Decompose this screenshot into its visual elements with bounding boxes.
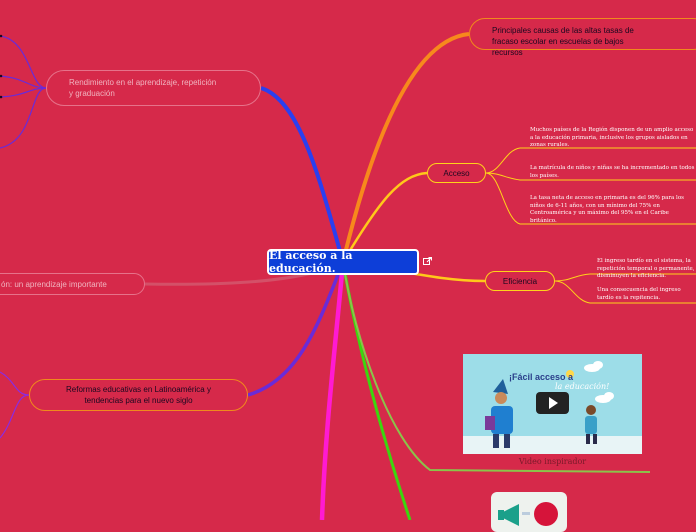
acceso-note-1: Muchos países de la Región disponen de u… <box>530 127 696 150</box>
megaphone-icon <box>491 492 567 532</box>
acceso-note-3: La tasa neta de acceso en primaria es de… <box>530 195 696 225</box>
video-thumbnail[interactable]: ¡Fácil acceso a la educación! <box>463 354 642 454</box>
topic-causas-fracaso[interactable]: Principales causas de las altas tasas de… <box>469 18 696 50</box>
central-topic[interactable]: El acceso a la educación. <box>267 249 419 275</box>
topic-aprendizaje-label: ón: un aprendizaje importante <box>1 280 107 289</box>
video-title-line1: ¡Fácil acceso a <box>509 372 573 382</box>
topic-reformas[interactable]: Reformas educativas en Latinoamérica y t… <box>29 379 248 411</box>
topic-eficiencia[interactable]: Eficiencia <box>485 271 555 291</box>
cloud-icon <box>584 361 603 372</box>
topic-causas-label: Principales causas de las altas tasas de… <box>492 25 652 58</box>
topic-aprendizaje[interactable]: ón: un aprendizaje importante <box>0 273 145 295</box>
play-icon <box>536 392 569 414</box>
video-title-line2: la educación! <box>555 382 609 391</box>
video-illustration <box>463 354 642 454</box>
megaphone-thumbnail[interactable] <box>491 492 567 532</box>
topic-reformas-label: Reformas educativas en Latinoamérica y t… <box>51 384 226 406</box>
topic-eficiencia-label: Eficiencia <box>503 277 537 286</box>
acceso-note-2: La matrícula de niños y niñas se ha incr… <box>530 165 696 180</box>
eficiencia-note-2: Una consecuencia del ingreso tardío es l… <box>597 287 696 302</box>
topic-acceso[interactable]: Acceso <box>427 163 486 183</box>
topic-acceso-label: Acceso <box>443 169 469 178</box>
external-link-icon[interactable] <box>423 257 432 266</box>
topic-rendimiento[interactable]: Rendimiento en el aprendizaje, repetició… <box>46 70 261 106</box>
video-caption: Video inspirador <box>463 457 642 466</box>
topic-rendimiento-label: Rendimiento en el aprendizaje, repetició… <box>69 77 219 99</box>
eficiencia-note-1: El ingreso tardío en el sistema, la repe… <box>597 258 696 281</box>
